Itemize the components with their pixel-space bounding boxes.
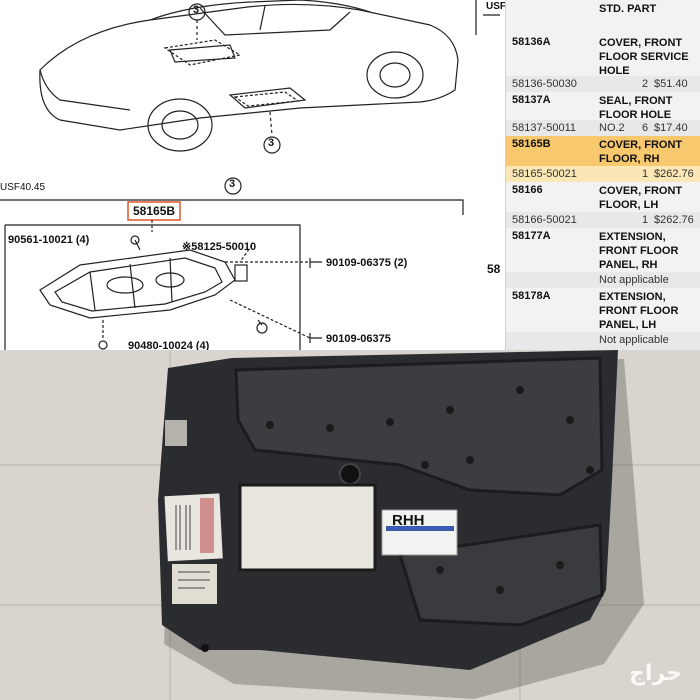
part-price: $262.76 — [654, 214, 694, 226]
part-number: 58178A — [512, 290, 551, 302]
rear-wheel — [366, 51, 424, 99]
photo-drawing — [0, 350, 700, 700]
table-row-selected[interactable]: 58165-50021 1 $262.76 — [506, 166, 700, 182]
label-bolt-bottom: 90480-10024 (4) — [128, 340, 210, 350]
parts-diagram: USF 3 3 3 USF40.45 58165B 58 90561-10021… — [0, 0, 505, 350]
header-description: STD. PART — [599, 3, 657, 15]
part-price: $51.40 — [654, 78, 688, 90]
table-row[interactable]: 58166-50021 1 $262.76 — [506, 212, 700, 228]
part-description: EXTENSION, FRONT FLOOR PANEL, RH — [599, 231, 679, 271]
part-subnumber: 58136-50030 — [512, 78, 577, 90]
part-number: 58165B — [512, 138, 551, 150]
selected-part-box — [127, 201, 181, 221]
callout-number-section: 3 — [229, 178, 236, 190]
part-subnumber: 58165-50021 — [512, 168, 577, 180]
table-header: STD. PART — [506, 0, 700, 34]
floor-cover-part — [39, 249, 236, 319]
table-row[interactable]: 58137A SEAL, FRONT FLOOR HOLE — [506, 92, 700, 121]
parts-table: STD. PART 58136A COVER, FRONT FLOOR SERV… — [505, 0, 700, 350]
part-description: EXTENSION, FRONT FLOOR PANEL, LH — [599, 291, 679, 331]
part-description: COVER, FRONT FLOOR, LH — [599, 185, 683, 211]
part-subnumber: 58137-50011 — [512, 122, 577, 134]
availability-note: Not applicable — [599, 274, 669, 286]
callout-number-hood: 3 — [193, 4, 200, 16]
label-bolt-right-top: 90109-06375 (2) — [326, 257, 408, 269]
part-sticker — [381, 509, 458, 556]
barcode-label-2 — [172, 564, 217, 604]
product-photo: RHH حراج — [0, 350, 700, 700]
corner-label: USF — [486, 1, 505, 12]
service-hole — [240, 485, 375, 570]
table-row[interactable]: 58137-50011 NO.2 6 $17.40 — [506, 120, 700, 136]
table-row[interactable]: 58136-50030 2 $51.40 — [506, 76, 700, 92]
part-variant: NO.2 — [599, 122, 625, 134]
watermark: حراج — [629, 661, 682, 686]
table-row: Not applicable — [506, 272, 700, 288]
part-description: SEAL, FRONT FLOOR HOLE — [599, 95, 673, 121]
part-price: $17.40 — [654, 122, 688, 134]
diagram-drawing — [0, 0, 500, 350]
part-description: COVER, FRONT FLOOR, RH — [599, 139, 683, 165]
barcode-label — [164, 493, 223, 562]
table-row[interactable]: 58177A EXTENSION, FRONT FLOOR PANEL, RH — [506, 228, 700, 272]
part-number: 58166 — [512, 184, 543, 196]
part-number: 58177A — [512, 230, 551, 242]
table-row[interactable]: 58136A COVER, FRONT FLOOR SERVICE HOLE — [506, 34, 700, 77]
front-wheel — [147, 98, 213, 152]
table-row: Not applicable — [506, 332, 700, 350]
table-row-selected[interactable]: 58165B COVER, FRONT FLOOR, RH — [506, 136, 700, 166]
part-number: 58136A — [512, 36, 551, 48]
part-subnumber: 58166-50021 — [512, 214, 577, 226]
part-quantity: 6 — [642, 122, 649, 134]
label-bolt-left: 90561-10021 (4) — [8, 234, 90, 246]
part-description: COVER, FRONT FLOOR SERVICE HOLE — [599, 37, 689, 77]
table-row[interactable]: 58178A EXTENSION, FRONT FLOOR PANEL, LH — [506, 288, 700, 332]
selected-part-label[interactable]: 58165B — [133, 204, 176, 218]
part-quantity: 1 — [642, 214, 649, 226]
availability-note: Not applicable — [599, 334, 669, 346]
right-edge-code: 58 — [487, 262, 501, 276]
label-bolt-right-bottom: 90109-06375 — [326, 333, 391, 345]
callout-circle-section — [224, 177, 242, 195]
callout-circle-floor — [263, 136, 281, 154]
label-clip-top: ※58125-50010 — [182, 241, 257, 253]
callout-circle-hood — [188, 3, 206, 21]
table-row[interactable]: 58166 COVER, FRONT FLOOR, LH — [506, 182, 700, 212]
part-number: 58137A — [512, 94, 551, 106]
sticker-text: RHH — [392, 512, 425, 529]
part-quantity: 2 — [642, 78, 649, 90]
callout-number-floor: 3 — [268, 137, 275, 149]
section-code: USF40.45 — [0, 182, 46, 193]
part-price: $262.76 — [654, 168, 694, 180]
car-body-outline — [39, 3, 459, 131]
part-quantity: 1 — [642, 168, 649, 180]
